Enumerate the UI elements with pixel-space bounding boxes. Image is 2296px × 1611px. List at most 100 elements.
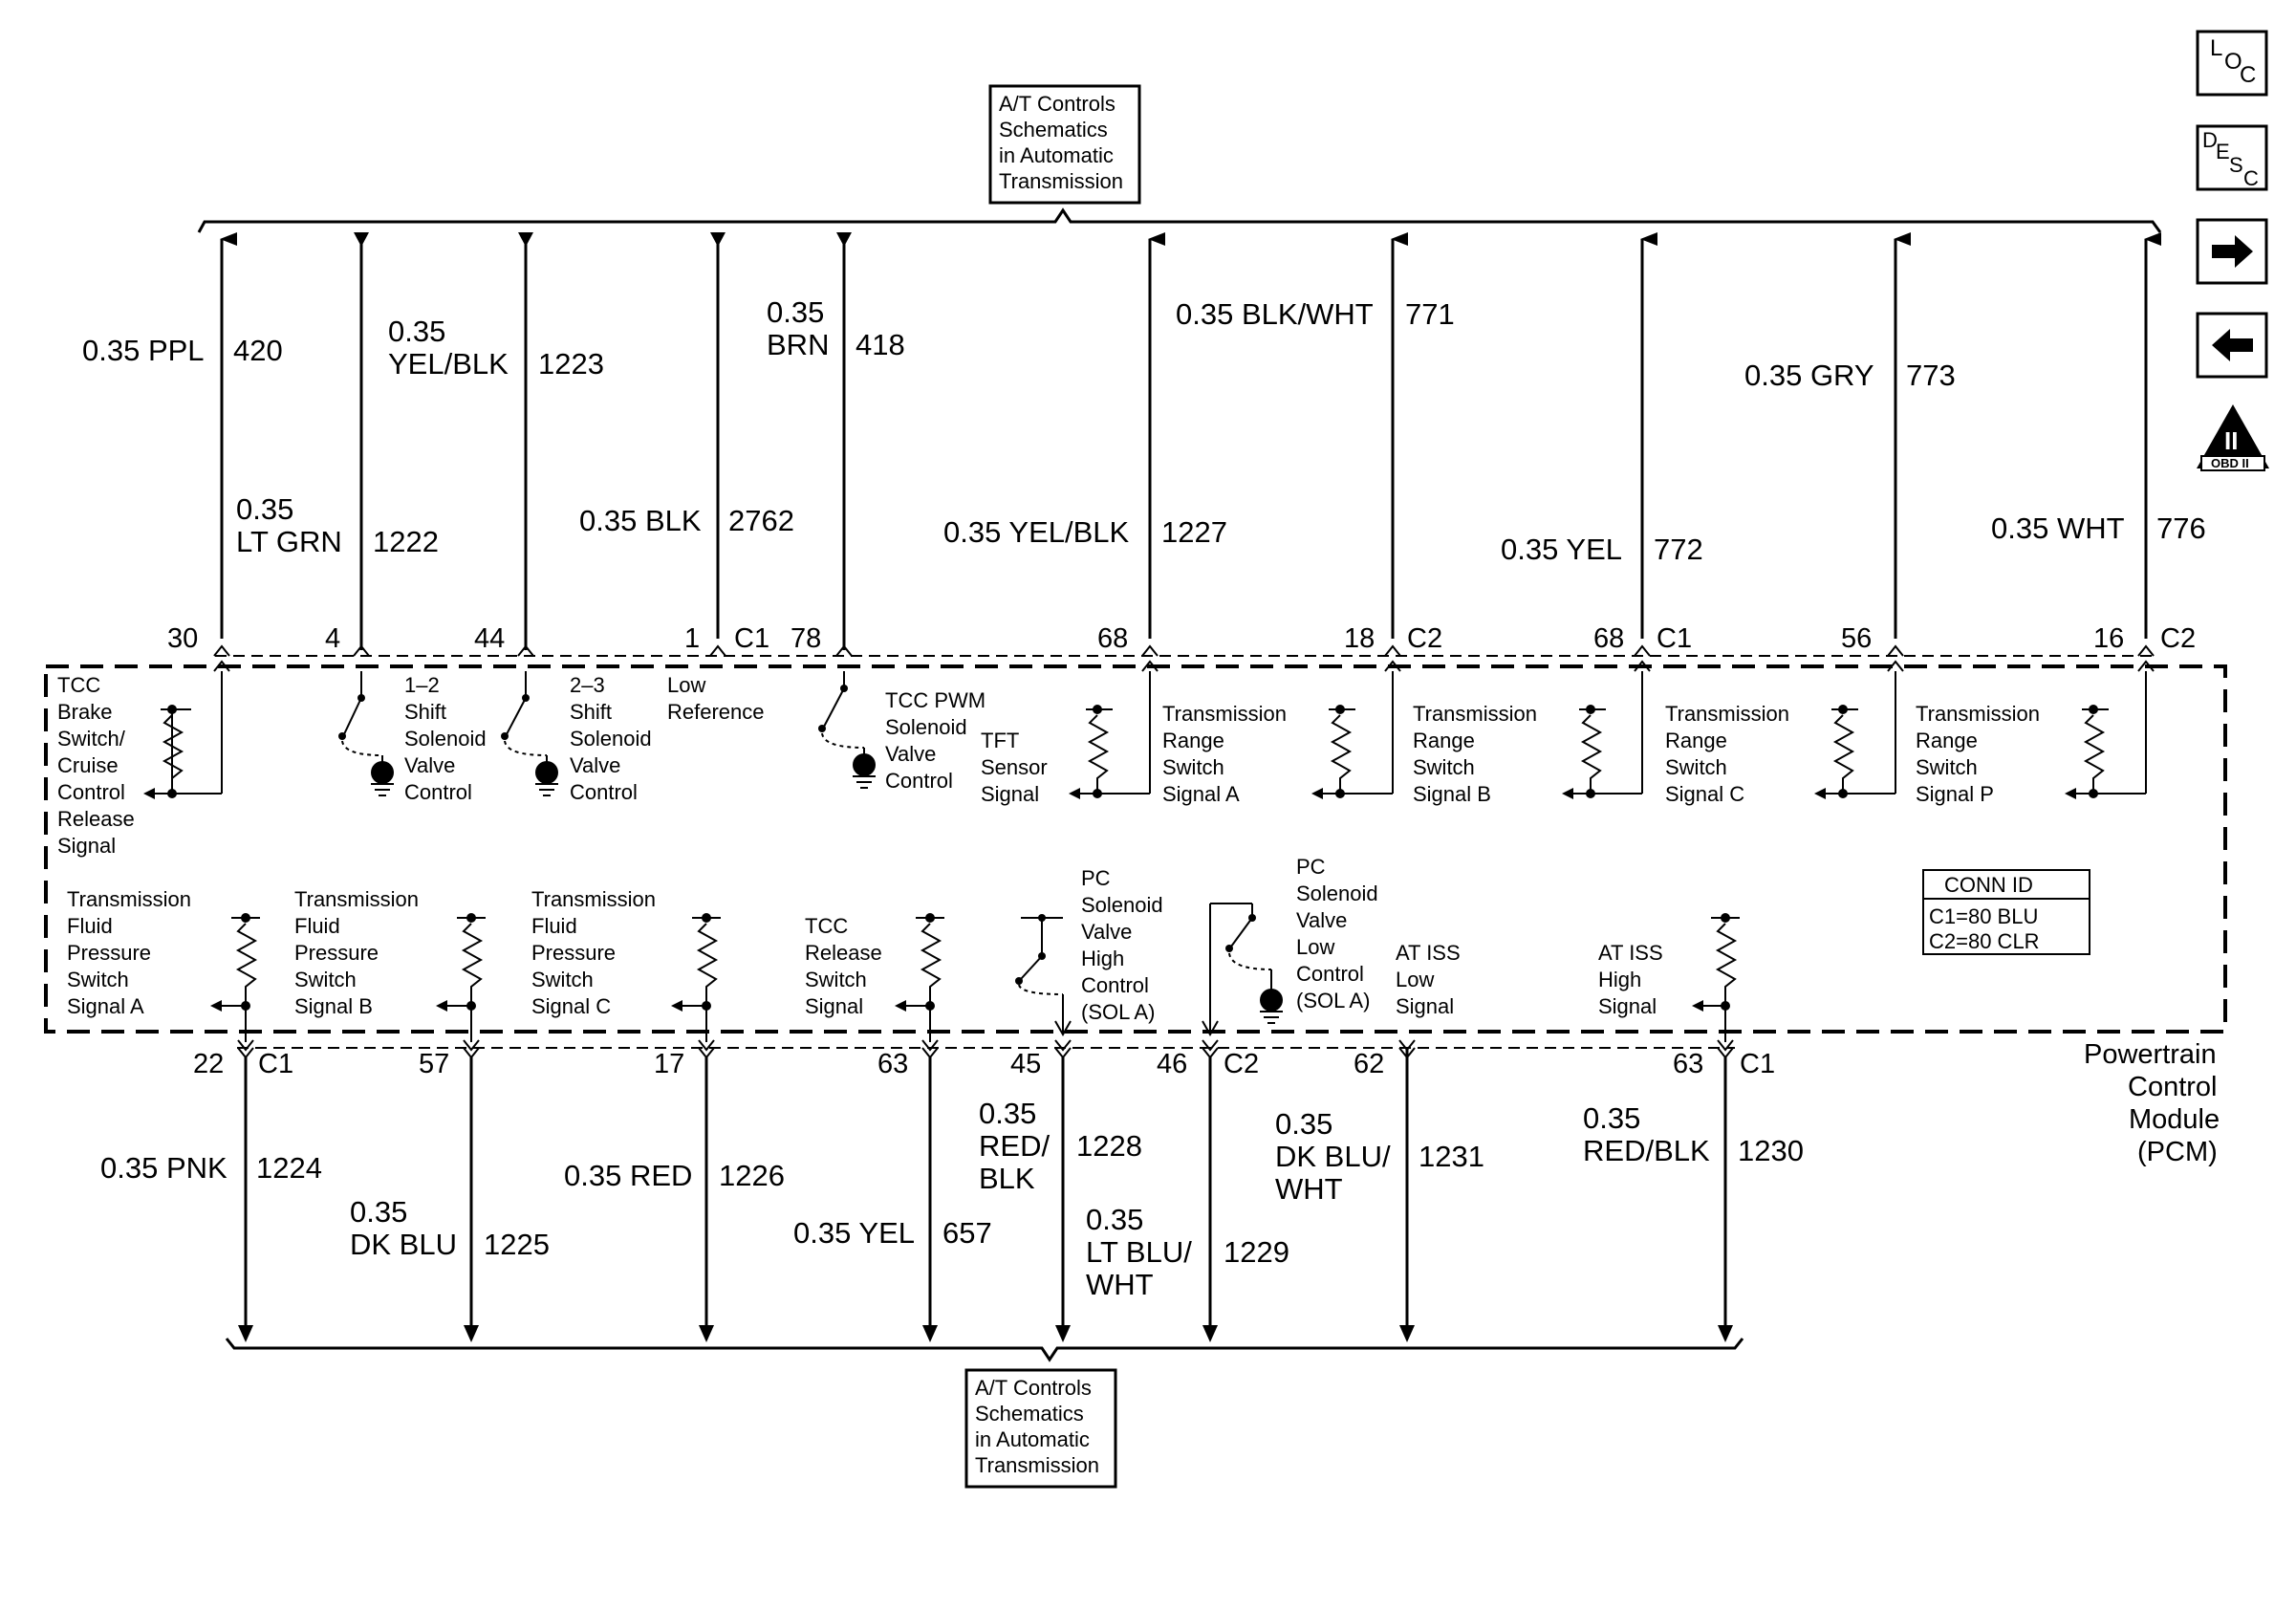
svg-text:Control: Control	[2128, 1072, 2218, 1102]
wire-657-circuit: 657	[942, 1216, 992, 1250]
tfp-a-circuit	[210, 913, 260, 1042]
svg-text:O: O	[2224, 49, 2242, 75]
tcc-pwm-solenoid	[818, 671, 876, 789]
wire-1225-gauge2: DK BLU	[350, 1228, 457, 1261]
pin-63-a: 63	[877, 1049, 908, 1079]
pin-1: 1	[684, 623, 700, 654]
wire-1230-circuit: 1230	[1738, 1134, 1804, 1167]
low-ref-label: Low Reference	[667, 673, 765, 724]
svg-text:PC: PC	[1296, 855, 1326, 879]
svg-text:Valve: Valve	[1296, 908, 1347, 932]
svg-text:Release: Release	[57, 807, 135, 831]
svg-text:Signal: Signal	[1598, 994, 1657, 1018]
bottom-ref-line3: in Automatic	[975, 1427, 1090, 1451]
wire-1223-circuit: 1223	[538, 347, 604, 381]
conn-id-c1: C1=80 BLU	[1929, 904, 2038, 928]
svg-text:(PCM): (PCM)	[2137, 1137, 2218, 1167]
trs-p-circuit	[2065, 671, 2147, 799]
wire-1231-gauge3: WHT	[1275, 1172, 1343, 1206]
svg-text:Transmission: Transmission	[1916, 702, 2040, 726]
svg-text:PC: PC	[1081, 866, 1111, 890]
conn-c1-top-right: C1	[1657, 623, 1692, 654]
svg-text:Reference: Reference	[667, 700, 765, 724]
svg-text:Switch: Switch	[805, 968, 867, 991]
svg-text:Switch: Switch	[67, 968, 129, 991]
svg-text:Signal A: Signal A	[67, 994, 144, 1018]
wire-1225-gauge1: 0.35	[350, 1195, 407, 1229]
svg-text:Range: Range	[1413, 729, 1475, 752]
svg-text:Control: Control	[57, 780, 125, 804]
back-button[interactable]	[2196, 312, 2268, 379]
svg-text:Range: Range	[1162, 729, 1224, 752]
shift-12-label: 1–2 Shift Solenoid Valve Control	[404, 673, 487, 804]
wire-1228-gauge1: 0.35	[979, 1097, 1036, 1130]
wire-1226-gauge: 0.35 RED	[564, 1159, 692, 1192]
wire-1228-circuit: 1228	[1076, 1129, 1142, 1163]
wire-420-circuit: 420	[233, 334, 283, 367]
desc-icon: D	[2202, 128, 2218, 152]
tfp-c-label: Transmission Fluid Pressure Switch Signa…	[531, 887, 656, 1018]
pin-16: 16	[2093, 623, 2124, 654]
pc-high-label: PC Solenoid Valve High Control (SOL A)	[1081, 866, 1163, 1024]
pin-63-b: 63	[1673, 1049, 1703, 1079]
wire-1229-circuit: 1229	[1224, 1235, 1289, 1269]
svg-text:Low: Low	[667, 673, 705, 697]
svg-text:Shift: Shift	[404, 700, 446, 724]
tfp-b-label: Transmission Fluid Pressure Switch Signa…	[294, 887, 419, 1018]
svg-text:Valve: Valve	[570, 753, 620, 777]
svg-text:Transmission: Transmission	[531, 887, 656, 911]
svg-text:Signal B: Signal B	[1413, 782, 1491, 806]
pin-68-a: 68	[1097, 623, 1128, 654]
svg-text:Control: Control	[404, 780, 472, 804]
trs-c-label: Transmission Range Switch Signal C	[1665, 702, 1789, 806]
svg-text:Solenoid: Solenoid	[1081, 893, 1163, 917]
pcm-label: Powertrain Control Module (PCM)	[2084, 1039, 2220, 1167]
loc-button[interactable]: L O C	[2196, 30, 2268, 97]
wire-1231-gauge1: 0.35	[1275, 1107, 1332, 1141]
svg-text:Transmission: Transmission	[1162, 702, 1287, 726]
trs-a-label: Transmission Range Switch Signal A	[1162, 702, 1287, 806]
svg-text:Solenoid: Solenoid	[404, 727, 487, 751]
svg-text:Control: Control	[885, 769, 953, 793]
wire-1224-gauge: 0.35 PNK	[100, 1151, 227, 1185]
svg-text:Valve: Valve	[1081, 920, 1132, 944]
svg-text:Switch: Switch	[1665, 755, 1727, 779]
bottom-ref-line4: Transmission	[975, 1453, 1099, 1477]
wire-420-gauge: 0.35 PPL	[82, 334, 205, 367]
pin-4: 4	[325, 623, 340, 654]
shift-23-label: 2–3 Shift Solenoid Valve Control	[570, 673, 652, 804]
svg-text:AT ISS: AT ISS	[1396, 941, 1461, 965]
top-reference-box[interactable]: A/T Controls Schematics in Automatic Tra…	[988, 84, 1141, 205]
iss-high-circuit	[1692, 913, 1740, 1042]
forward-button[interactable]	[2196, 218, 2268, 285]
wire-1223-gauge1: 0.35	[388, 315, 445, 348]
conn-id-box: CONN ID C1=80 BLU C2=80 CLR	[1922, 869, 2090, 955]
svg-text:(SOL A): (SOL A)	[1081, 1000, 1155, 1024]
svg-text:Transmission: Transmission	[1665, 702, 1789, 726]
svg-text:Low: Low	[1396, 968, 1434, 991]
svg-text:Signal P: Signal P	[1916, 782, 1994, 806]
bottom-reference-box[interactable]: A/T Controls Schematics in Automatic Tra…	[964, 1368, 1117, 1489]
top-ref-line1: A/T Controls	[999, 92, 1116, 116]
trs-b-label: Transmission Range Switch Signal B	[1413, 702, 1537, 806]
wire-1222-gauge1: 0.35	[236, 492, 293, 526]
svg-text:Signal: Signal	[1396, 994, 1454, 1018]
conn-c1-bottom-left: C1	[258, 1049, 293, 1079]
wire-1231-gauge2: DK BLU/	[1275, 1140, 1391, 1173]
svg-text:Solenoid: Solenoid	[885, 715, 967, 739]
pin-22: 22	[193, 1049, 224, 1079]
pin-78: 78	[791, 623, 821, 654]
svg-text:Pressure: Pressure	[294, 941, 379, 965]
pin-56: 56	[1841, 623, 1872, 654]
pin-44: 44	[474, 623, 505, 654]
pin-45: 45	[1010, 1049, 1041, 1079]
svg-text:S: S	[2229, 153, 2243, 177]
wire-773-circuit: 773	[1906, 359, 1956, 392]
svg-text:Brake: Brake	[57, 700, 112, 724]
svg-text:TCC: TCC	[57, 673, 100, 697]
wire-1222-circuit: 1222	[373, 525, 439, 558]
obd-button[interactable]: OBD II II	[2197, 404, 2269, 471]
svg-text:Solenoid: Solenoid	[1296, 882, 1378, 905]
wire-1231-circuit: 1231	[1419, 1140, 1484, 1173]
desc-button[interactable]: D E S C	[2196, 124, 2268, 191]
